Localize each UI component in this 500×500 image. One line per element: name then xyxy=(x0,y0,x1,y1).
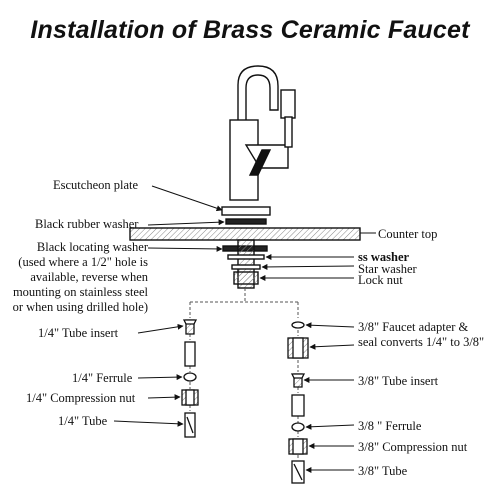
star-washer xyxy=(231,264,261,270)
tube-3-8 xyxy=(291,460,305,484)
label-black-locating-washer: Black locating washer (used where a 1/2"… xyxy=(0,240,148,315)
label-faucet-adapter: 3/8" Faucet adapter & seal converts 1/4"… xyxy=(358,320,484,350)
branch-lines xyxy=(189,288,299,460)
tube-insert-3-8 xyxy=(290,373,306,388)
diagram-title: Installation of Brass Ceramic Faucet xyxy=(30,16,470,44)
label-escutcheon-plate: Escutcheon plate xyxy=(53,178,139,192)
ferrule-3-8 xyxy=(291,422,305,432)
label-black-locating-washer-line-2: (used where a 1/2" hole is xyxy=(18,255,148,269)
ferrule-quarter xyxy=(183,372,197,382)
label-tube-3-8: 3/8" Tube xyxy=(358,464,408,478)
faucet-adapter-seal xyxy=(287,321,309,359)
label-counter-top: Counter top xyxy=(378,227,438,241)
label-ferrule-3-8: 3/8 " Ferrule xyxy=(358,419,422,433)
label-tube-insert-quarter: 1/4" Tube insert xyxy=(38,326,119,340)
counter-top xyxy=(129,227,361,241)
label-star-washer: Star washer xyxy=(358,262,417,276)
label-black-locating-washer-line-4: mounting on stainless steel xyxy=(12,285,148,299)
label-tube-insert-3-8: 3/8" Tube insert xyxy=(358,374,439,388)
label-faucet-adapter-line-1: 3/8" Faucet adapter & xyxy=(358,320,469,334)
label-ferrule-quarter: 1/4" Ferrule xyxy=(72,371,133,385)
tube-insert-quarter xyxy=(182,319,198,335)
label-lock-nut: Lock nut xyxy=(358,273,403,287)
ss-washer xyxy=(227,254,265,260)
label-ss-washer: ss washer xyxy=(358,250,410,264)
compression-nut-quarter xyxy=(181,389,199,406)
label-black-rubber-washer: Black rubber washer xyxy=(35,217,139,231)
faucet-spout xyxy=(237,65,279,126)
compression-nut-3-8 xyxy=(288,438,308,455)
lock-nut xyxy=(233,271,259,285)
label-black-locating-washer-line-3: available, reverse when xyxy=(30,270,148,284)
label-faucet-adapter-line-2: seal converts 1/4" to 3/8" xyxy=(358,335,485,349)
label-tube-quarter: 1/4" Tube xyxy=(58,414,108,428)
tube-segment-quarter-upper xyxy=(184,341,196,367)
faucet-handle xyxy=(280,89,296,148)
black-rubber-washer xyxy=(225,218,267,225)
tube-segment-3-8-upper xyxy=(291,394,305,417)
label-compression-nut-3-8: 3/8" Compression nut xyxy=(358,440,468,454)
label-compression-nut-quarter: 1/4" Compression nut xyxy=(26,391,136,405)
label-black-locating-washer-line-1: Black locating washer xyxy=(36,240,148,254)
tube-quarter xyxy=(184,412,196,438)
faucet-body xyxy=(229,119,289,201)
leader-arrows xyxy=(113,185,376,473)
label-black-locating-washer-line-5: or when using drilled hole) xyxy=(12,300,148,314)
escutcheon-plate xyxy=(221,206,271,216)
